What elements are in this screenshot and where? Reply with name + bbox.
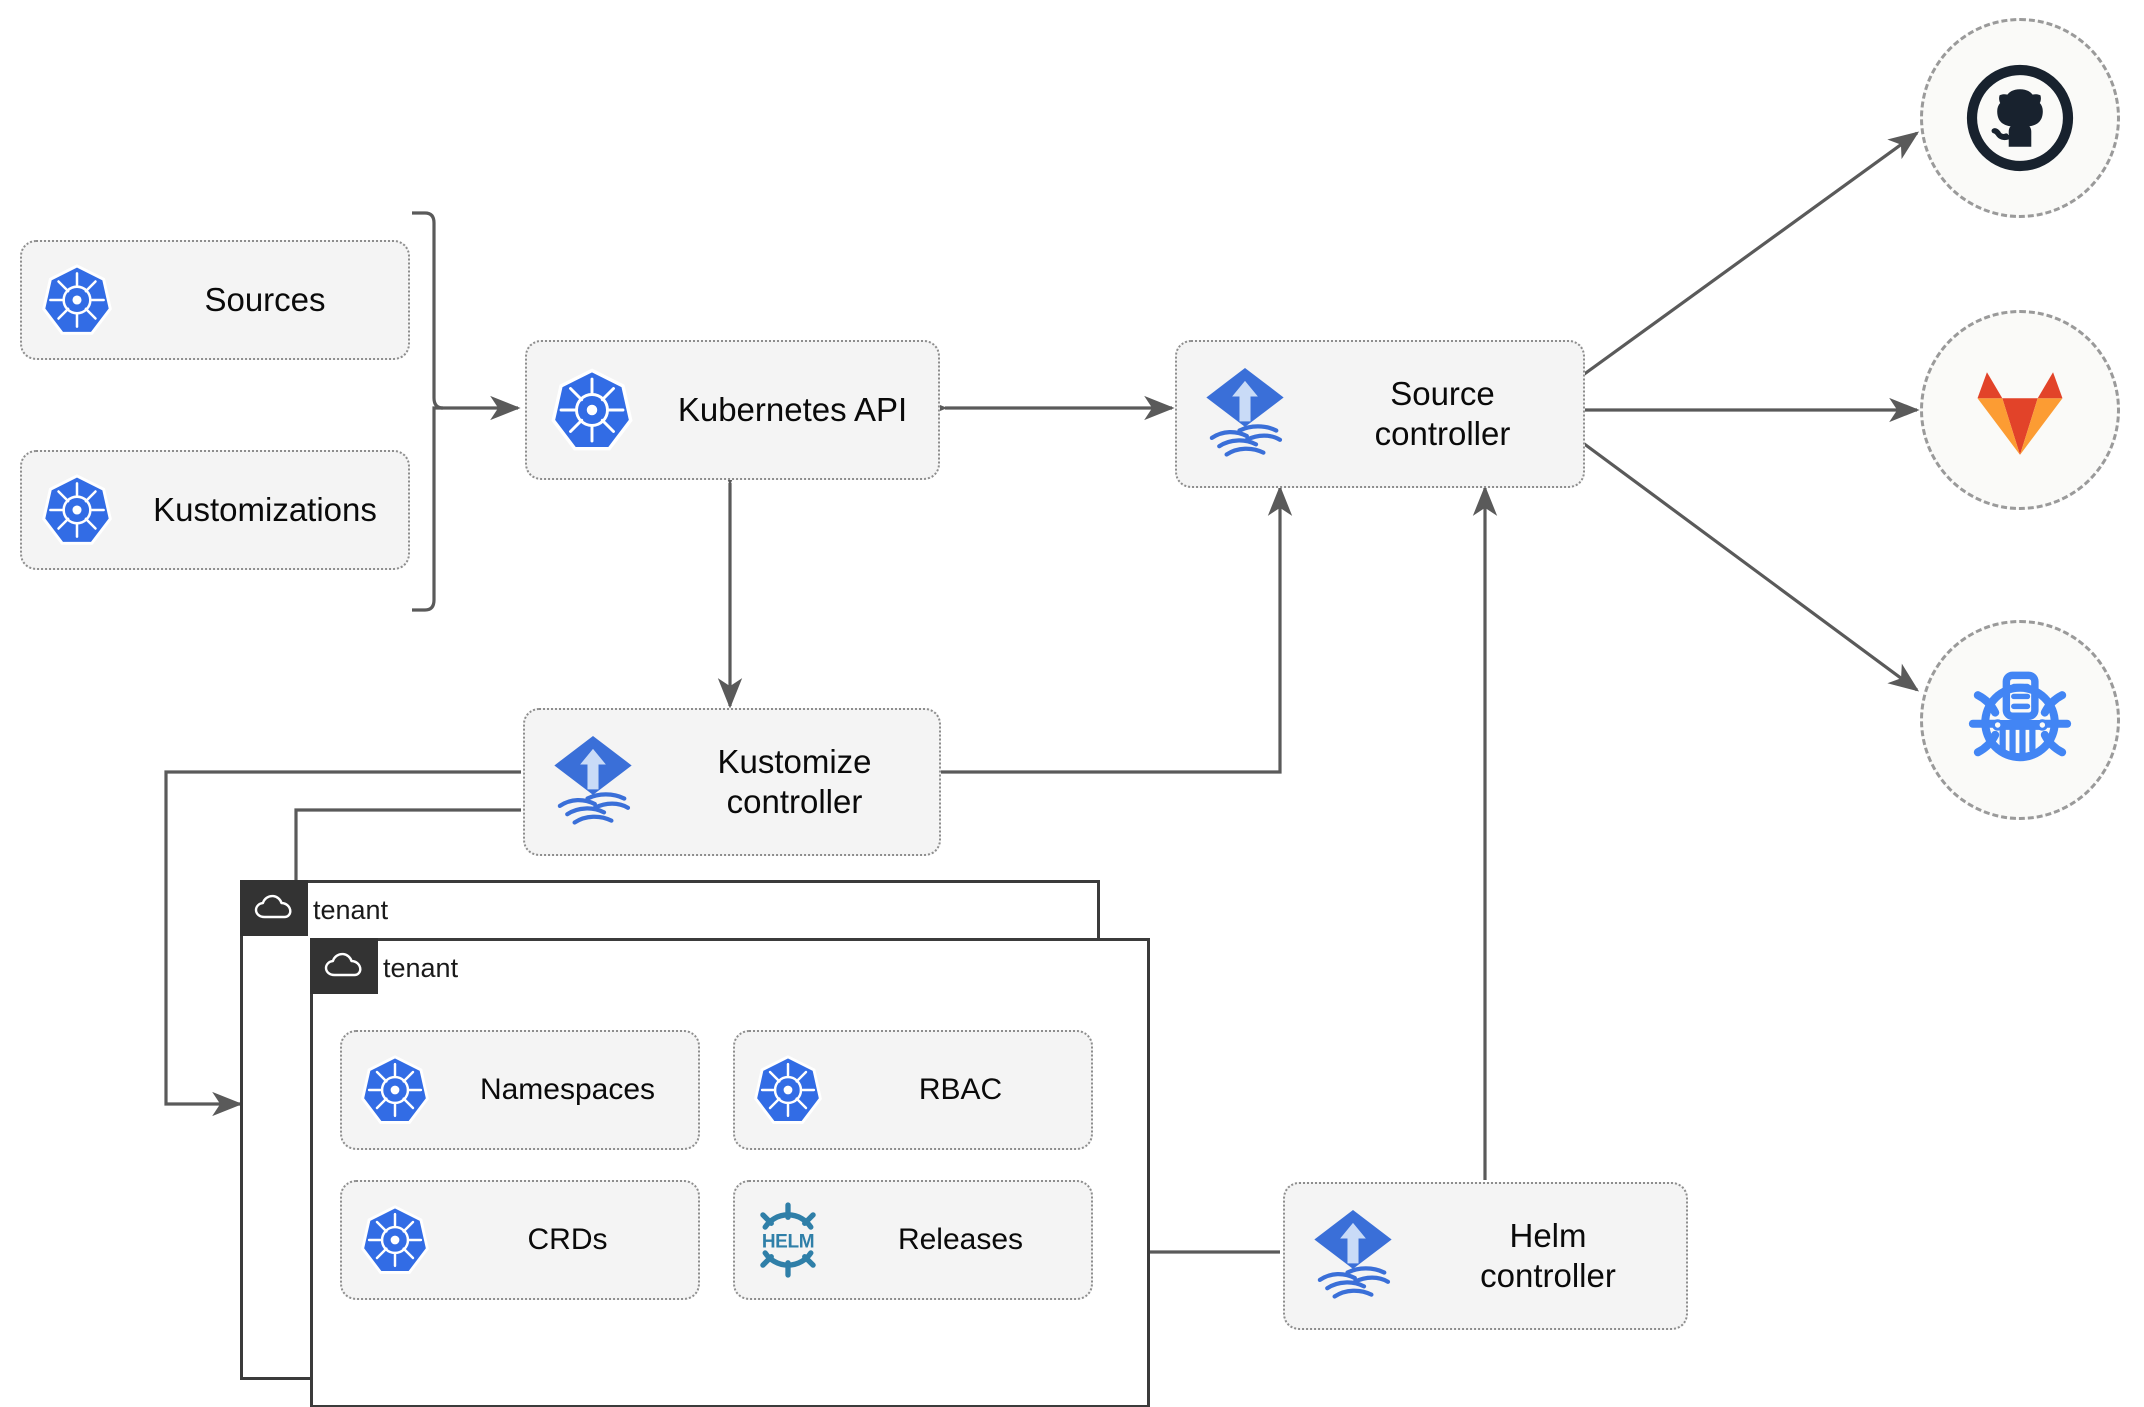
kubernetes-icon	[22, 263, 132, 337]
flux-icon	[1285, 1208, 1420, 1304]
node-helm-controller-label: Helm controller	[1480, 1216, 1616, 1294]
node-kustomizations[interactable]: Kustomizations	[20, 450, 410, 570]
node-namespaces[interactable]: Namespaces	[340, 1030, 700, 1150]
kubernetes-icon	[735, 1054, 840, 1126]
tenant-container-inner[interactable]: tenant	[310, 938, 1150, 1407]
node-releases-label: Releases	[897, 1222, 1024, 1256]
node-container-registry[interactable]	[1920, 620, 2120, 820]
node-releases[interactable]: HELM Releases	[733, 1180, 1093, 1300]
kubernetes-icon	[22, 473, 132, 547]
tenant-tab-outer	[240, 880, 308, 936]
node-gitlab[interactable]	[1920, 310, 2120, 510]
kubernetes-icon	[342, 1204, 447, 1276]
flux-icon	[525, 734, 660, 830]
node-source-controller[interactable]: Source controller	[1175, 340, 1585, 488]
cloud-icon	[324, 952, 362, 977]
flux-icon	[1177, 366, 1312, 462]
edge-sources-bracket	[412, 211, 444, 612]
node-crds[interactable]: CRDs	[340, 1180, 700, 1300]
tenant-label-outer: tenant	[313, 894, 389, 925]
node-crds-label: CRDs	[527, 1222, 608, 1256]
node-kustomizations-label: Kustomizations	[153, 490, 377, 528]
cloud-icon	[254, 894, 292, 919]
node-namespaces-label: Namespaces	[479, 1072, 656, 1106]
helm-icon: HELM	[735, 1202, 840, 1278]
tenant-tab-inner	[310, 938, 378, 994]
kubernetes-icon	[342, 1054, 447, 1126]
node-helm-controller[interactable]: Helm controller	[1283, 1182, 1688, 1330]
node-github[interactable]	[1920, 18, 2120, 218]
tenant-label-inner: tenant	[383, 952, 459, 983]
github-icon	[1966, 64, 2074, 172]
node-kubernetes-api-label: Kubernetes API	[677, 390, 908, 428]
node-kustomize-controller[interactable]: Kustomize controller	[523, 708, 941, 856]
edge-source-to-github	[1582, 131, 1920, 377]
node-kustomize-controller-label: Kustomize controller	[717, 742, 872, 820]
gitlab-icon	[1977, 372, 2063, 455]
node-rbac-label: RBAC	[918, 1072, 1003, 1106]
node-source-controller-label: Source controller	[1374, 374, 1511, 452]
node-sources[interactable]: Sources	[20, 240, 410, 360]
edge-source-to-registry	[1582, 441, 1920, 692]
node-sources-label: Sources	[204, 280, 326, 318]
edge-kustomize-to-source	[938, 485, 1293, 774]
node-kubernetes-api[interactable]: Kubernetes API	[525, 340, 940, 480]
node-rbac[interactable]: RBAC	[733, 1030, 1093, 1150]
kubernetes-icon	[527, 367, 657, 453]
container-registry-icon	[1968, 671, 2072, 762]
svg-text:HELM: HELM	[761, 1232, 813, 1253]
